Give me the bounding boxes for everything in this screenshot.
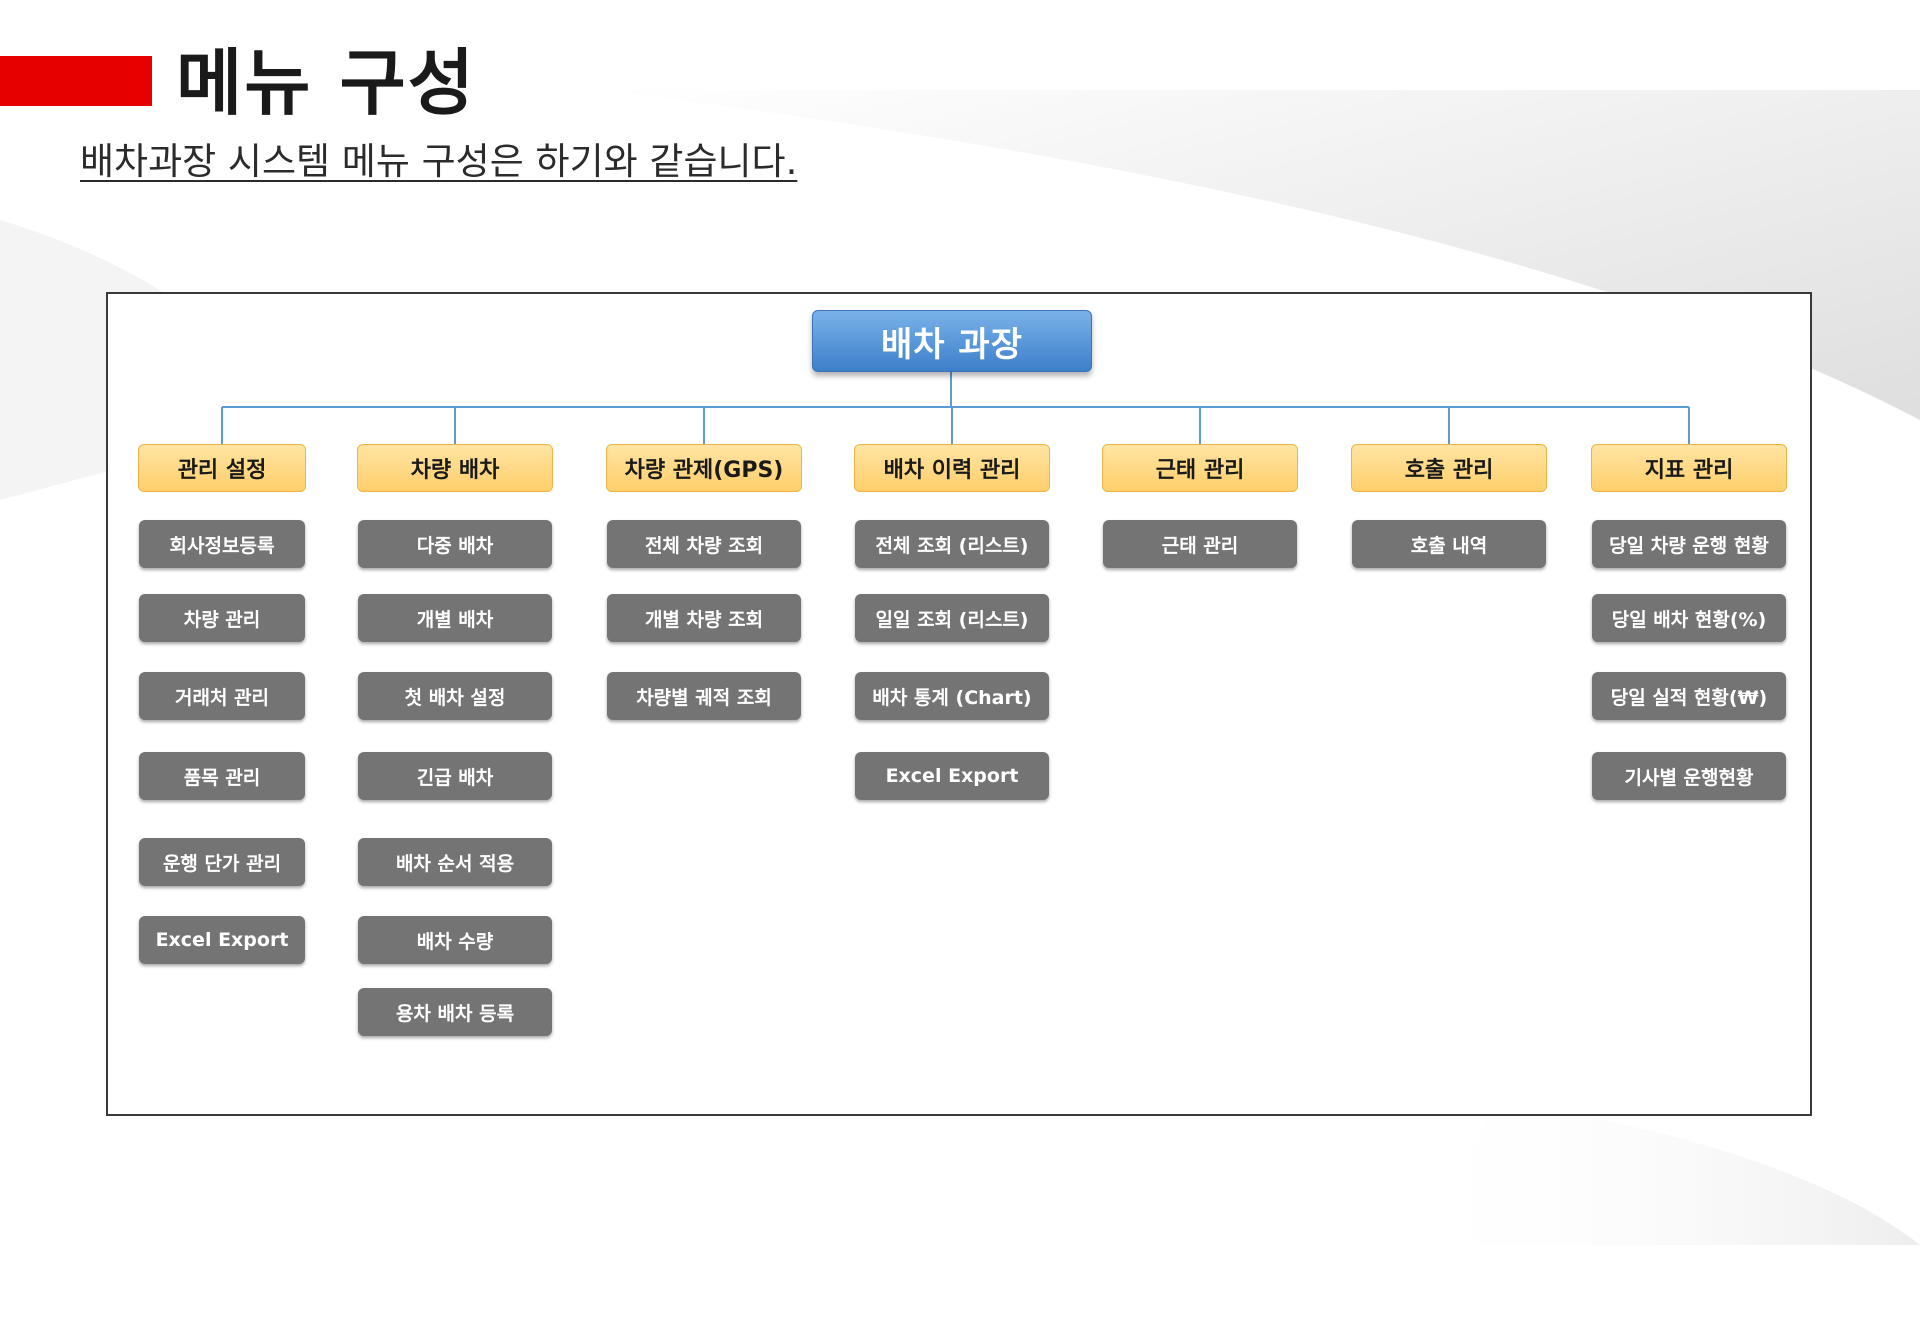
menu-item-node: 당일 차량 운행 현황 bbox=[1592, 520, 1786, 568]
menu-item-node: 배차 수량 bbox=[358, 916, 552, 964]
menu-item-node: 차량 관리 bbox=[139, 594, 305, 642]
menu-item-node: 호출 내역 bbox=[1352, 520, 1546, 568]
menu-item-node: 배차 통계 (Chart) bbox=[855, 672, 1049, 720]
category-node: 관리 설정 bbox=[138, 444, 306, 492]
menu-item-node: 기사별 운행현황 bbox=[1592, 752, 1786, 800]
menu-item-node: 개별 차량 조회 bbox=[607, 594, 801, 642]
menu-item-node: 당일 배차 현황(%) bbox=[1592, 594, 1786, 642]
menu-item-node: Excel Export bbox=[855, 752, 1049, 800]
page-title: 메뉴 구성 bbox=[176, 41, 477, 125]
menu-item-node: 거래처 관리 bbox=[139, 672, 305, 720]
category-node: 호출 관리 bbox=[1351, 444, 1547, 492]
menu-item-node: 긴급 배차 bbox=[358, 752, 552, 800]
menu-item-node: 차량별 궤적 조회 bbox=[607, 672, 801, 720]
menu-item-node: 전체 조회 (리스트) bbox=[855, 520, 1049, 568]
menu-item-node: Excel Export bbox=[139, 916, 305, 964]
menu-item-node: 회사정보등록 bbox=[139, 520, 305, 568]
menu-item-node: 첫 배차 설정 bbox=[358, 672, 552, 720]
menu-item-node: 배차 순서 적용 bbox=[358, 838, 552, 886]
menu-item-node: 일일 조회 (리스트) bbox=[855, 594, 1049, 642]
menu-item-node: 근태 관리 bbox=[1103, 520, 1297, 568]
title-accent-bar bbox=[0, 56, 152, 106]
root-node: 배차 과장 bbox=[812, 310, 1092, 372]
menu-item-node: 전체 차량 조회 bbox=[607, 520, 801, 568]
category-node: 배차 이력 관리 bbox=[854, 444, 1050, 492]
menu-item-node: 운행 단가 관리 bbox=[139, 838, 305, 886]
page-subtitle: 배차과장 시스템 메뉴 구성은 하기와 같습니다. bbox=[80, 140, 798, 183]
menu-item-node: 용차 배차 등록 bbox=[358, 988, 552, 1036]
menu-item-node: 개별 배차 bbox=[358, 594, 552, 642]
category-node: 차량 관제(GPS) bbox=[606, 444, 802, 492]
category-node: 차량 배차 bbox=[357, 444, 553, 492]
menu-item-node: 다중 배차 bbox=[358, 520, 552, 568]
category-node: 근태 관리 bbox=[1102, 444, 1298, 492]
category-node: 지표 관리 bbox=[1591, 444, 1787, 492]
menu-item-node: 품목 관리 bbox=[139, 752, 305, 800]
menu-item-node: 당일 실적 현황(₩) bbox=[1592, 672, 1786, 720]
